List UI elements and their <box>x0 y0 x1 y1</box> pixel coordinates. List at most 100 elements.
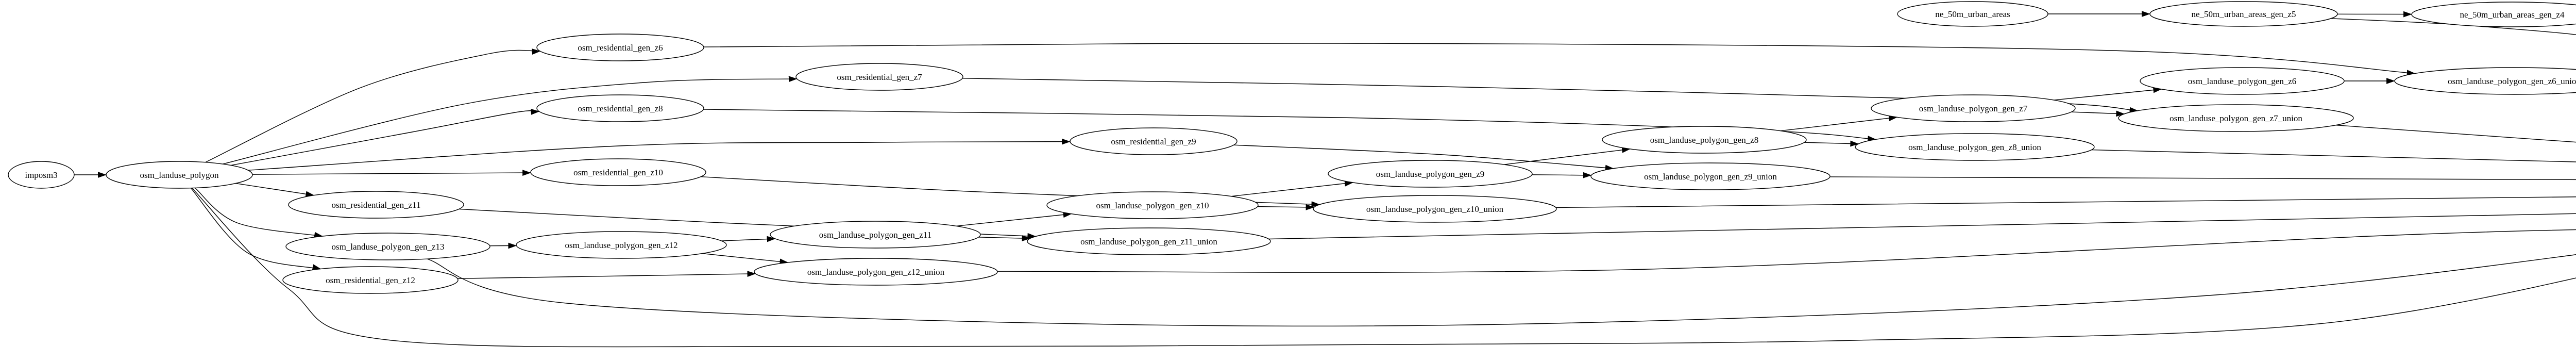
node-label-osm_residential_gen_z6: osm_residential_gen_z6 <box>578 43 663 53</box>
node-osm_landuse_polygon_gen_z12_union: osm_landuse_polygon_gen_z12_union <box>754 258 998 286</box>
edge-osm_landuse_polygon_gen_z9_union-to-layer_landuse-z9 <box>1829 176 2576 180</box>
node-ellipse-osm_landuse_polygon_gen_z7 <box>1871 94 2076 122</box>
node-label-osm_residential_gen_z8: osm_residential_gen_z8 <box>578 104 663 113</box>
node-osm_landuse_polygon_gen_z12: osm_landuse_polygon_gen_z12 <box>516 231 727 259</box>
edge-osm_landuse_polygon-to-osm_residential_gen_z7 <box>223 76 798 164</box>
node-osm_landuse_polygon_gen_z8_union: osm_landuse_polygon_gen_z8_union <box>1855 133 2095 161</box>
node-label-osm_landuse_polygon: osm_landuse_polygon <box>140 170 219 180</box>
node-ellipse-osm_landuse_polygon_gen_z11 <box>770 221 981 249</box>
node-label-osm_landuse_polygon_gen_z9: osm_landuse_polygon_gen_z9 <box>1376 169 1485 179</box>
node-imposm3: imposm3 <box>8 161 75 189</box>
edge-osm_landuse_polygon_gen_z10-to-osm_landuse_polygon_gen_z9 <box>1231 180 1353 197</box>
node-osm_landuse_polygon_gen_z6_union: osm_landuse_polygon_gen_z6_union <box>2394 67 2576 95</box>
node-ellipse-osm_landuse_polygon_gen_z9 <box>1328 160 1533 188</box>
node-label-osm_landuse_polygon_gen_z12: osm_landuse_polygon_gen_z12 <box>565 240 677 250</box>
node-label-ne_50m_urban_areas: ne_50m_urban_areas <box>1935 9 2010 19</box>
node-ne_50m_urban_areas: ne_50m_urban_areas <box>1897 1 2048 27</box>
node-ellipse-osm_landuse_polygon_gen_z7_union <box>2118 104 2354 132</box>
edge-osm_landuse_polygon-to-osm_landuse_polygon_gen_z13 <box>195 187 323 238</box>
edge-osm_landuse_polygon-to-osm_residential_gen_z9 <box>248 138 1071 171</box>
node-ne_50m_urban_areas_gen_z5: ne_50m_urban_areas_gen_z5 <box>2149 1 2338 27</box>
node-label-osm_residential_gen_z9: osm_residential_gen_z9 <box>1111 137 1196 146</box>
edge-osm_landuse_polygon_gen_z12-to-osm_landuse_polygon_gen_z12_union <box>702 253 789 265</box>
node-label-osm_landuse_polygon_gen_z11: osm_landuse_polygon_gen_z11 <box>819 230 931 240</box>
edge-osm_landuse_polygon_gen_z9-to-osm_landuse_polygon_gen_z8 <box>1504 147 1631 165</box>
edge-osm_landuse_polygon_gen_z8_union-to-layer_landuse-z8 <box>2091 149 2576 162</box>
node-label-osm_landuse_polygon_gen_z8: osm_landuse_polygon_gen_z8 <box>1650 135 1759 145</box>
node-label-osm_landuse_polygon_gen_z7: osm_landuse_polygon_gen_z7 <box>1919 104 2028 113</box>
edge-osm_landuse_polygon_gen_z11-to-osm_landuse_polygon_gen_z10 <box>956 211 1072 227</box>
node-label-imposm3: imposm3 <box>25 170 57 180</box>
node-osm_landuse_polygon_gen_z8: osm_landuse_polygon_gen_z8 <box>1602 126 1807 154</box>
node-label-osm_landuse_polygon_gen_z9_union: osm_landuse_polygon_gen_z9_union <box>1644 172 1777 182</box>
node-osm_landuse_polygon_gen_z11_union: osm_landuse_polygon_gen_z11_union <box>1027 227 1271 255</box>
edge-ne_50m_urban_areas_gen_z5-to-layer_landuse-z5 <box>2331 18 2576 35</box>
edge-osm_landuse_polygon_gen_z7-to-osm_landuse_polygon_gen_z6 <box>2054 87 2162 101</box>
edge-osm_residential_gen_z12-to-osm_landuse_polygon_gen_z12_union <box>457 271 756 279</box>
node-ellipse-osm_landuse_polygon_gen_z13 <box>285 233 490 260</box>
node-ellipse-imposm3 <box>8 161 75 189</box>
edge-osm_landuse_polygon_gen_z8-to-osm_landuse_polygon_gen_z7 <box>1780 115 1897 131</box>
node-osm_residential_gen_z10: osm_residential_gen_z10 <box>530 158 706 186</box>
node-ellipse-osm_landuse_polygon_gen_z11_union <box>1027 227 1271 255</box>
edge-osm_landuse_polygon-to-osm_residential_gen_z10 <box>252 170 531 176</box>
node-label-osm_residential_gen_z7: osm_residential_gen_z7 <box>837 72 922 82</box>
node-label-ne_50m_urban_areas_gen_z4: ne_50m_urban_areas_gen_z4 <box>2460 10 2565 20</box>
node-ellipse-osm_landuse_polygon_gen_z10 <box>1046 191 1259 219</box>
edge-osm_landuse_polygon_gen_z10_union-to-layer_landuse-z10 <box>1555 196 2576 208</box>
edge-osm_landuse_polygon_gen_z7_union-to-layer_landuse-z7 <box>2335 125 2576 143</box>
node-ellipse-ne_50m_urban_areas_gen_z5 <box>2149 1 2338 27</box>
node-ellipse-ne_50m_urban_areas_gen_z4 <box>2411 2 2576 27</box>
node-osm_landuse_polygon_gen_z10_union: osm_landuse_polygon_gen_z10_union <box>1313 195 1557 223</box>
edge-osm_landuse_polygon-to-layer_landuse-z14+ <box>192 188 2576 348</box>
node-osm_landuse_polygon: osm_landuse_polygon <box>106 161 253 189</box>
node-label-osm_landuse_polygon_gen_z10_union: osm_landuse_polygon_gen_z10_union <box>1366 204 1504 214</box>
edge-osm_landuse_polygon_gen_z11-to-osm_landuse_polygon_gen_z11_union <box>978 235 1031 241</box>
node-ellipse-osm_residential_gen_z10 <box>530 158 706 186</box>
edge-osm_landuse_polygon_gen_z8-to-osm_landuse_polygon_gen_z8_union <box>1804 140 1859 147</box>
node-label-osm_landuse_polygon_gen_z7_union: osm_landuse_polygon_gen_z7_union <box>2170 113 2302 123</box>
node-label-osm_landuse_polygon_gen_z11_union: osm_landuse_polygon_gen_z11_union <box>1080 237 1217 246</box>
node-ellipse-osm_landuse_polygon_gen_z6_union <box>2394 67 2576 95</box>
node-label-osm_residential_gen_z12: osm_residential_gen_z12 <box>326 275 415 285</box>
node-ellipse-osm_residential_gen_z6 <box>536 34 704 61</box>
node-osm_residential_gen_z11: osm_residential_gen_z11 <box>288 191 464 219</box>
node-label-osm_landuse_polygon_gen_z6: osm_landuse_polygon_gen_z6 <box>2188 76 2297 86</box>
node-ellipse-osm_residential_gen_z8 <box>536 94 704 122</box>
node-ellipse-osm_landuse_polygon_gen_z9_union <box>1590 162 1831 190</box>
node-osm_landuse_polygon_gen_z10: osm_landuse_polygon_gen_z10 <box>1046 191 1259 219</box>
node-osm_residential_gen_z8: osm_residential_gen_z8 <box>536 94 704 122</box>
node-ellipse-osm_landuse_polygon_gen_z12 <box>516 231 727 259</box>
edge-osm_residential_gen_z6-to-osm_landuse_polygon_gen_z6_union <box>703 43 2416 76</box>
edge-osm_residential_gen_z9-to-osm_landuse_polygon_gen_z9_union <box>1233 144 1614 171</box>
edge-osm_landuse_polygon-to-osm_residential_gen_z8 <box>231 108 540 166</box>
node-ellipse-osm_residential_gen_z11 <box>288 191 464 219</box>
node-ellipse-osm_landuse_polygon_gen_z8_union <box>1855 133 2095 161</box>
node-ellipse-osm_landuse_polygon_gen_z12_union <box>754 258 998 286</box>
node-label-osm_landuse_polygon_gen_z6_union: osm_landuse_polygon_gen_z6_union <box>2448 76 2576 86</box>
node-ne_50m_urban_areas_gen_z4: ne_50m_urban_areas_gen_z4 <box>2411 2 2576 27</box>
node-ellipse-osm_landuse_polygon_gen_z8 <box>1602 126 1807 154</box>
node-ellipse-osm_residential_gen_z12 <box>282 266 459 294</box>
node-ellipse-osm_landuse_polygon_gen_z6 <box>2140 67 2345 95</box>
edge-osm_landuse_polygon_gen_z12-to-osm_landuse_polygon_gen_z11 <box>721 236 776 242</box>
edge-osm_landuse_polygon-to-osm_residential_gen_z11 <box>235 183 315 198</box>
node-osm_landuse_polygon_gen_z7_union: osm_landuse_polygon_gen_z7_union <box>2118 104 2354 132</box>
node-osm_residential_gen_z9: osm_residential_gen_z9 <box>1070 127 1238 155</box>
edge-osm_landuse_polygon-to-osm_residential_gen_z6 <box>205 48 541 163</box>
node-osm_landuse_polygon_gen_z13: osm_landuse_polygon_gen_z13 <box>285 233 490 260</box>
node-osm_residential_gen_z6: osm_residential_gen_z6 <box>536 34 704 61</box>
node-label-osm_landuse_polygon_gen_z10: osm_landuse_polygon_gen_z10 <box>1096 201 1209 210</box>
edge-osm_landuse_polygon_gen_z12_union-to-layer_landuse-z12 <box>997 229 2576 273</box>
node-label-osm_residential_gen_z10: osm_residential_gen_z10 <box>573 168 663 177</box>
edge-osm_landuse_polygon_gen_z7-to-osm_landuse_polygon_gen_z7_union <box>2071 110 2125 117</box>
node-osm_landuse_polygon_gen_z9_union: osm_landuse_polygon_gen_z9_union <box>1590 162 1831 190</box>
edge-osm_landuse_polygon-to-osm_residential_gen_z12 <box>190 188 321 270</box>
node-ellipse-osm_landuse_polygon <box>106 161 253 189</box>
node-label-osm_residential_gen_z11: osm_residential_gen_z11 <box>331 200 420 210</box>
node-osm_residential_gen_z7: osm_residential_gen_z7 <box>795 63 963 91</box>
node-label-osm_landuse_polygon_gen_z13: osm_landuse_polygon_gen_z13 <box>331 242 444 252</box>
node-ellipse-ne_50m_urban_areas <box>1897 1 2048 27</box>
node-ellipse-osm_residential_gen_z9 <box>1070 127 1238 155</box>
